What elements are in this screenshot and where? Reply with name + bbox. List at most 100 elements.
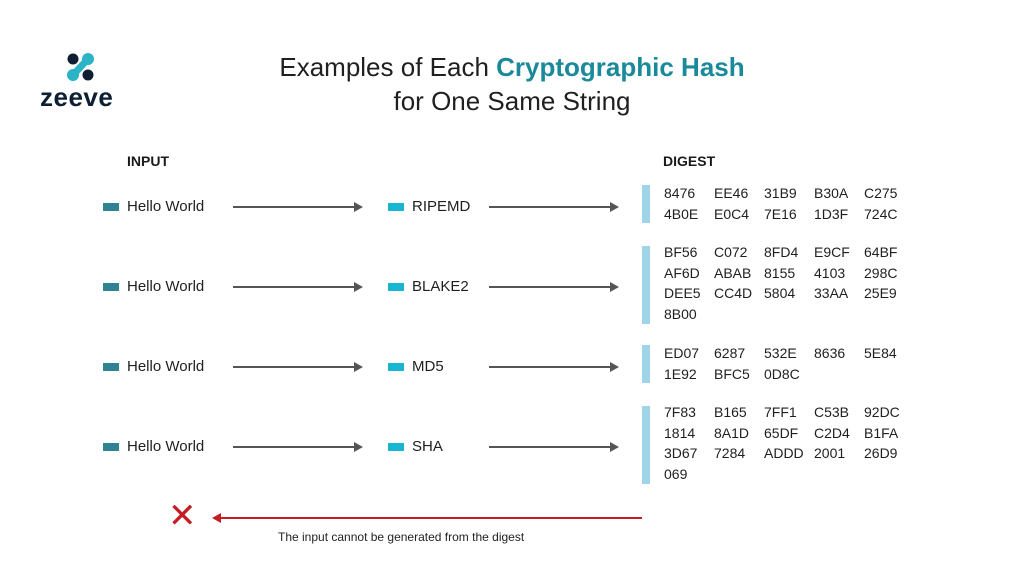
algorithm-label: SHA [412,438,443,455]
digest-chunk: 6287 [714,345,746,361]
input-square-icon [103,283,119,291]
digest-chunk: CC4D [714,285,753,301]
hash-row-blake2: Hello World BLAKE2 BF56 C072 8FD4 E9CF 64BF A… [0,244,1024,326]
digest-bar [642,246,650,324]
zeeve-logo-icon [67,53,94,81]
digest-bar [642,185,650,223]
digest-chunk: 0D8C [764,365,800,382]
cross-icon: ✕ [168,497,197,535]
page-title: Examples of Each Cryptographic Hash for … [200,50,824,118]
digest-line: 8B00 [664,304,914,325]
input-label: Hello World [127,438,205,455]
title-line-2: for One Same String [393,86,631,116]
digest-chunk: 31B9 [764,185,797,201]
digest-chunk: 7E16 [764,205,797,222]
digest-chunk: 5E84 [864,345,897,361]
footer-note: The input cannot be generated from the d… [278,530,525,544]
digest-chunk: 8B00 [664,305,697,322]
digest-chunk: BF56 [664,244,698,260]
input-label: Hello World [127,198,205,215]
digest-chunk: 2001 [814,445,846,461]
hash-row-ripemd: Hello World RIPEMD 8476 EE46 31B9 B30A C275 4… [0,185,1024,225]
digest-chunk: 7FF1 [764,404,797,420]
digest-chunk: 1814 [664,424,696,441]
digest-chunk: 64BF [864,244,898,260]
digest-chunk: ABAB [714,264,752,281]
digest-chunk: B30A [814,185,849,201]
arrow-right-icon [233,282,363,292]
arrow-right-icon [489,202,619,212]
digest-line: BF56 C072 8FD4 E9CF 64BF [664,242,914,263]
digest-chunk: ADDD [764,445,804,461]
digest-chunk: 3D67 [664,445,698,461]
digest-chunk: 8476 [664,185,696,201]
arrow-right-icon [489,362,619,372]
digest-line: 8476 EE46 31B9 B30A C275 [664,183,914,204]
input-square-icon [103,363,119,371]
digest-chunk: C275 [864,185,898,201]
input-square-icon [103,203,119,211]
digest-chunk: C2D4 [814,424,850,441]
algorithm-square-icon [388,363,404,371]
digest-chunk: 33AA [814,285,849,301]
arrow-right-icon [233,442,363,452]
brand-logo: zeeve [40,52,130,112]
arrow-right-icon [233,202,363,212]
arrow-right-icon [489,282,619,292]
digest-chunk: 4B0E [664,205,699,222]
digest-chunk: 8636 [814,345,846,361]
digest-chunk: AF6D [664,264,700,281]
digest-chunk: 8155 [764,264,796,281]
digest-line: 069 [664,464,914,485]
algorithm-square-icon [388,203,404,211]
digest-chunk: 069 [664,465,688,482]
digest-chunk: 25E9 [864,285,897,301]
arrow-left-icon [212,512,642,524]
digest-bar [642,406,650,484]
digest-chunk: 1E92 [664,365,697,382]
digest-chunk: C53B [814,404,850,420]
digest-bar [642,345,650,383]
arrow-right-icon [489,442,619,452]
digest-chunk: B165 [714,404,747,420]
input-header: INPUT [127,153,169,169]
brand-name: zeeve [40,82,114,112]
input-square-icon [103,443,119,451]
digest-chunk: 8A1D [714,424,750,441]
title-accent: Cryptographic Hash [496,52,745,82]
input-label: Hello World [127,278,205,295]
digest-line: 3D67 7284 ADDD 2001 26D9 [664,443,914,464]
digest-chunk: 4103 [814,264,846,281]
algorithm-label: RIPEMD [412,198,471,215]
digest-chunk: 724C [864,205,898,222]
digest-chunk: 7284 [714,445,746,461]
digest-chunk: 8FD4 [764,244,799,260]
digest-chunk: C072 [714,244,748,260]
title-line-1: Examples of Each Cryptographic Hash [200,50,824,84]
digest-chunk: 5804 [764,285,796,301]
digest-chunk: 7F83 [664,404,696,420]
digest-chunk: EE46 [714,185,749,201]
algorithm-label: BLAKE2 [412,278,469,295]
digest-chunk: B1FA [864,424,899,441]
digest-chunk: 532E [764,345,797,361]
input-label: Hello World [127,358,205,375]
digest-header: DIGEST [663,153,716,169]
algorithm-square-icon [388,283,404,291]
digest-chunk: E9CF [814,244,850,260]
title-prefix: Examples of Each [279,52,497,82]
digest-chunk: 1D3F [814,205,849,222]
digest-chunk: 26D9 [864,445,898,461]
